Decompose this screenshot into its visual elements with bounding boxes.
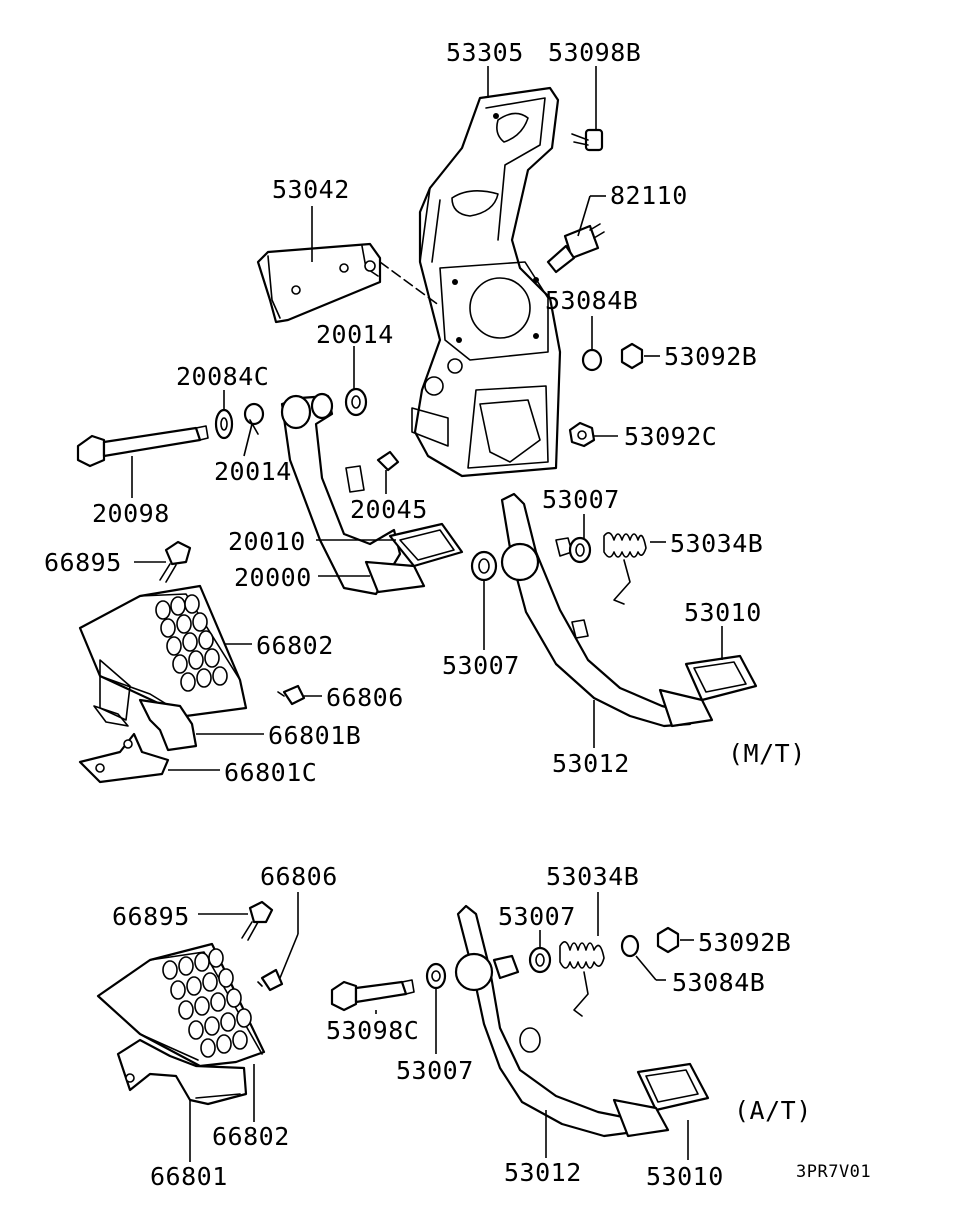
bolt-53098B [571,128,604,152]
bolt-66895-mt [159,540,192,583]
callout-53010-at: 53010 [646,1162,724,1191]
callout-53098B: 53098B [548,38,642,67]
section-label-mt: (M/T) [728,739,806,768]
bolt-20098 [76,425,209,468]
pin-20045 [376,450,400,472]
nut-53092B-at [656,926,680,954]
nut-53092B [620,342,644,370]
bushing-53007-at-right [528,946,552,974]
callout-53092C: 53092C [624,422,718,451]
sub-bracket-53042 [256,242,441,324]
bushing-20014-right [344,387,368,417]
spring-53034B-mt [603,532,647,605]
foot-rest-grip-holes-mt [155,594,228,692]
callout-66895-at: 66895 [112,902,190,931]
callout-53007-at-lower: 53007 [396,1056,474,1085]
callout-20045: 20045 [350,495,428,524]
callout-53007-at-upper: 53007 [498,902,576,931]
brake-pedal-53012-mt [500,492,758,728]
callout-20014-lower: 20014 [214,457,292,486]
clutch-pedal-20010 [280,392,464,596]
callout-53305: 53305 [446,38,524,67]
figure-code: 3PR7V01 [796,1162,872,1182]
clip-66806-at [257,968,284,992]
callout-66802-at: 66802 [212,1122,290,1151]
spring-53034B-at [559,941,605,1017]
callout-53092B: 53092B [664,342,758,371]
bolt-53098C [330,979,415,1012]
callout-66895: 66895 [44,548,122,577]
callout-53034B-at: 53034B [546,862,640,891]
callout-53012-at: 53012 [504,1158,582,1187]
bushing-53007-mt-left [470,550,498,582]
callout-53098C: 53098C [326,1016,420,1045]
callout-20014-upper: 20014 [316,320,394,349]
callout-20000: 20000 [234,563,312,592]
bushing-20014-left [243,402,265,435]
bracket-66801C [78,732,170,784]
callout-20098: 20098 [92,499,170,528]
callout-53084B-at: 53084B [672,968,766,997]
nut-53092C [568,421,596,448]
callout-53012: 53012 [552,749,630,778]
foot-rest-grip-holes-at [162,948,252,1058]
callout-20084C: 20084C [176,362,270,391]
bracket-66801 [116,1038,248,1106]
callout-53092B-at: 53092B [698,928,792,957]
washer-20084C [214,408,234,440]
callout-53007-lower: 53007 [442,651,520,680]
callout-66806: 66806 [326,683,404,712]
bushing-53007-mt-right [568,536,592,564]
clip-66806-mt [277,684,306,706]
bolt-66895-at [241,900,274,941]
leader-lines [131,66,723,1162]
callout-53084B: 53084B [545,286,639,315]
nut-53084B [581,348,603,372]
callout-66806-at: 66806 [260,862,338,891]
callout-20010: 20010 [228,527,306,556]
stop-switch-82110 [546,223,605,274]
callout-53042: 53042 [272,175,350,204]
callout-66802: 66802 [256,631,334,660]
brake-pedal-53012-at [454,904,710,1138]
callout-53010: 53010 [684,598,762,627]
bracket-66801B [93,698,198,752]
pedal-bracket-53305 [411,86,562,478]
callout-53007-upper: 53007 [542,485,620,514]
callout-66801B: 66801B [268,721,362,750]
section-label-at: (A/T) [734,1096,812,1125]
callout-66801C: 66801C [224,758,318,787]
bushing-53007-at-left [425,962,447,990]
callout-66801: 66801 [150,1162,228,1191]
callout-53034B: 53034B [670,529,764,558]
nut-53084B-at [620,934,640,958]
callout-82110: 82110 [610,181,688,210]
